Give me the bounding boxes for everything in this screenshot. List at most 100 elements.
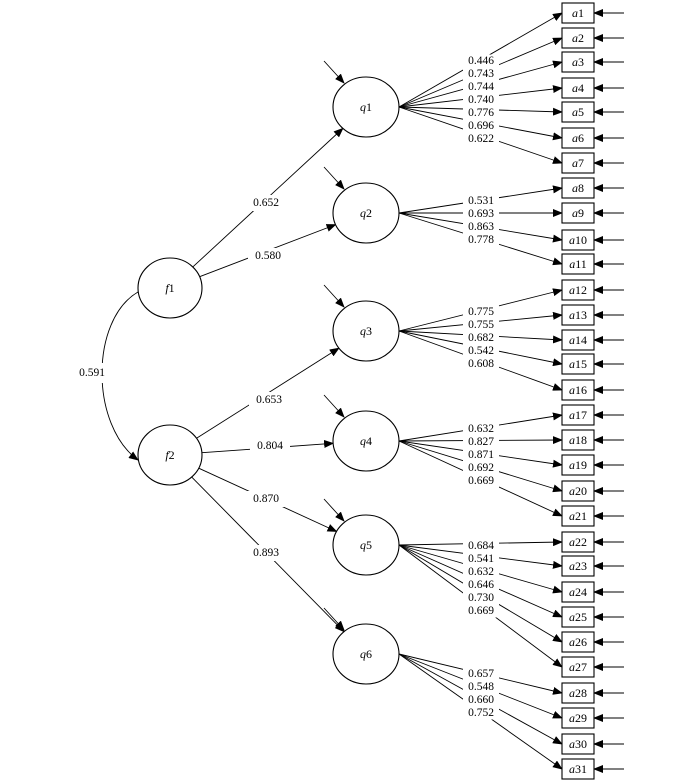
item-box-a7	[561, 152, 595, 174]
item-loading-a2: 0.743	[468, 68, 494, 80]
item-box-a4	[561, 77, 595, 99]
item-label-a1: a1	[572, 6, 584, 20]
item-box-a15	[561, 353, 595, 375]
item-loading-bg	[463, 604, 499, 618]
disturbance-arrow-q4	[323, 394, 345, 418]
item-box-a21	[561, 505, 595, 527]
item-loading-bg	[463, 106, 499, 120]
item-box-a23	[561, 555, 595, 577]
item-loading-bg	[463, 461, 499, 475]
item-loading-bg	[463, 578, 499, 592]
item-box-a9	[561, 202, 595, 224]
labels-layer: 0.591f1f2q10.652q20.580q30.653q40.804q50…	[66, 6, 587, 776]
factor-correlation-label: 0.591	[79, 367, 105, 379]
item-label-a14: a14	[569, 333, 587, 347]
item-box-a28	[561, 682, 595, 704]
item-loading-bg	[463, 667, 499, 681]
item-label-a18: a18	[569, 433, 587, 447]
loading-label-q2: 0.580	[255, 250, 281, 262]
item-box-a8	[561, 177, 595, 199]
item-loading-bg	[463, 344, 499, 358]
item-label-a30: a30	[569, 737, 587, 751]
subfactor-node-q3	[332, 300, 400, 362]
item-loading-bg	[463, 591, 499, 605]
factor-label-f1: f1	[165, 281, 174, 295]
item-box-a29	[561, 707, 595, 729]
item-box-a20	[561, 480, 595, 502]
item-label-a24: a24	[569, 585, 587, 599]
item-loading-bg	[463, 80, 499, 94]
subfactor-node-q5	[332, 514, 400, 576]
loading-label-q1: 0.652	[253, 197, 279, 209]
item-label-a16: a16	[569, 383, 587, 397]
factor-node-f2	[137, 424, 203, 486]
item-box-a17	[561, 404, 595, 426]
item-label-a11: a11	[569, 257, 587, 271]
item-loading-a18: 0.827	[468, 436, 494, 448]
item-label-a12: a12	[569, 283, 587, 297]
item-label-a10: a10	[569, 233, 587, 247]
item-label-a20: a20	[569, 484, 587, 498]
disturbance-arrow-q6	[323, 607, 345, 631]
item-label-a25: a25	[569, 610, 587, 624]
loading-label-q4: 0.804	[257, 440, 283, 452]
loading-label-bg	[250, 438, 290, 454]
item-loading-a12: 0.775	[468, 306, 494, 318]
item-label-a28: a28	[569, 686, 587, 700]
subfactor-node-q2	[332, 182, 400, 244]
item-label-a26: a26	[569, 635, 587, 649]
loading-label-bg	[246, 491, 286, 507]
subfactor-label-q2: q2	[360, 206, 372, 220]
item-loading-bg	[463, 422, 499, 436]
item-loading-a25: 0.646	[468, 579, 494, 591]
item-label-a29: a29	[569, 711, 587, 725]
item-box-a12	[561, 279, 595, 301]
item-loading-a20: 0.692	[468, 462, 494, 474]
loading-label-q5: 0.870	[253, 493, 279, 505]
item-box-a25	[561, 606, 595, 628]
item-loading-bg	[463, 693, 499, 707]
item-loading-a22: 0.684	[468, 540, 494, 552]
item-box-a30	[561, 733, 595, 755]
item-loading-a28: 0.657	[468, 668, 494, 680]
item-loading-bg	[463, 680, 499, 694]
subfactor-label-q1: q1	[360, 100, 372, 114]
item-loading-a9: 0.693	[468, 208, 494, 220]
item-box-a6	[561, 127, 595, 149]
item-loading-bg	[463, 357, 499, 371]
loading-label-q3: 0.653	[256, 394, 282, 406]
item-loading-bg	[463, 207, 499, 221]
item-loading-a17: 0.632	[468, 423, 494, 435]
item-label-a9: a9	[572, 206, 584, 220]
item-label-a6: a6	[572, 131, 584, 145]
item-loading-bg	[463, 318, 499, 332]
item-label-a31: a31	[569, 762, 587, 776]
item-box-a10	[561, 229, 595, 251]
item-label-a27: a27	[569, 660, 587, 674]
item-label-a17: a17	[569, 408, 587, 422]
subfactor-node-q4	[332, 410, 400, 472]
item-box-a3	[561, 51, 595, 73]
item-label-a5: a5	[572, 105, 584, 119]
item-loading-bg	[463, 54, 499, 68]
item-loading-a7: 0.622	[468, 133, 494, 145]
item-loading-a29: 0.548	[468, 681, 494, 693]
item-loading-a15: 0.542	[468, 345, 494, 357]
item-box-a31	[561, 758, 595, 780]
item-loading-a5: 0.776	[468, 107, 494, 119]
item-label-a22: a22	[569, 535, 587, 549]
item-loading-a14: 0.682	[468, 332, 494, 344]
disturbance-arrow-q2	[323, 166, 345, 190]
item-loading-bg	[463, 565, 499, 579]
item-label-a4: a4	[572, 81, 584, 95]
item-label-a15: a15	[569, 357, 587, 371]
item-label-a8: a8	[572, 181, 584, 195]
item-loading-bg	[463, 67, 499, 81]
item-loading-a8: 0.531	[468, 195, 494, 207]
item-loading-a27: 0.669	[468, 605, 494, 617]
item-label-a3: a3	[572, 55, 584, 69]
item-loading-bg	[463, 552, 499, 566]
subfactor-label-q4: q4	[360, 434, 372, 448]
item-loading-a6: 0.696	[468, 120, 494, 132]
correlation-label-bg	[66, 363, 110, 383]
